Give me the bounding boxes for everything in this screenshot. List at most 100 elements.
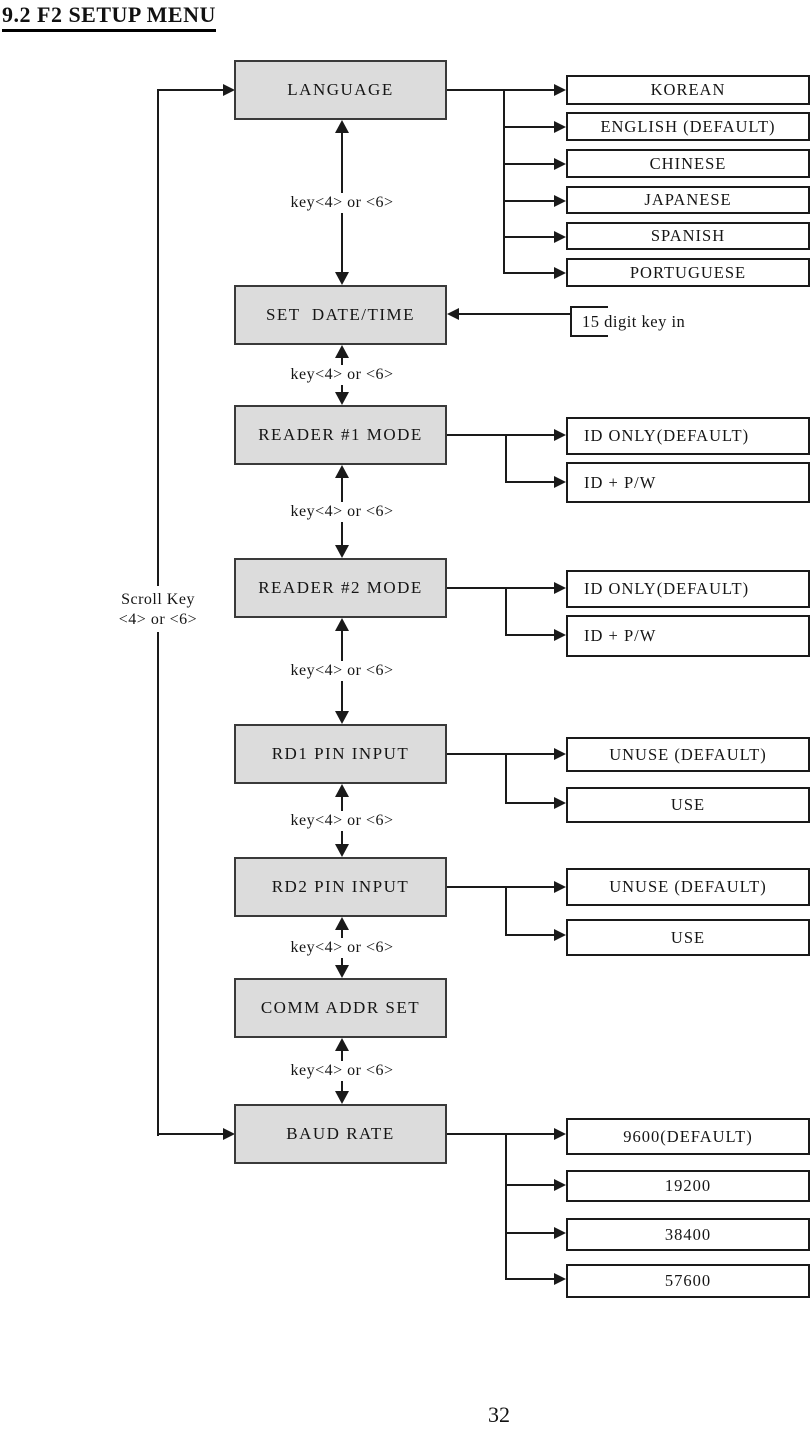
arrow-right-icon [554, 1179, 566, 1191]
branch-line [505, 1184, 555, 1186]
option-box-english: ENGLISH (DEFAULT) [566, 112, 810, 141]
branch-trunk-line [505, 587, 507, 636]
arrow-right-icon [554, 582, 566, 594]
option-box-rdr1-id-only: ID ONLY(DEFAULT) [566, 417, 810, 455]
arrow-right-icon [554, 429, 566, 441]
arrow-up-icon [335, 345, 349, 358]
scroll-key-label-line1: Scroll Key [121, 591, 195, 608]
arrow-right-icon [554, 158, 566, 170]
option-box-baud-19200: 19200 [566, 1170, 810, 1202]
branch-line [505, 481, 555, 483]
arrow-right-icon [554, 881, 566, 893]
option-box-spanish: SPANISH [566, 222, 810, 250]
arrow-down-icon [335, 545, 349, 558]
arrow-right-icon [554, 929, 566, 941]
arrow-right-icon [554, 1128, 566, 1140]
menu-box-language: LANGUAGE [234, 60, 447, 120]
option-box-portuguese: PORTUGUESE [566, 258, 810, 287]
branch-trunk-line [505, 886, 507, 936]
step-key-label: key<4> or <6> [287, 810, 397, 831]
branch-line [505, 1133, 555, 1135]
branch-stub-line [447, 434, 507, 436]
connector-reader1-reader2: key<4> or <6> [282, 465, 402, 558]
branch-trunk-line [505, 753, 507, 804]
arrow-right-icon [554, 195, 566, 207]
connector-commaddr-baudrate: key<4> or <6> [282, 1038, 402, 1104]
option-box-japanese: JAPANESE [566, 186, 810, 214]
arrow-down-icon [335, 392, 349, 405]
branch-line [505, 1278, 555, 1280]
arrow-up-icon [335, 618, 349, 631]
option-box-rdr2-id-only: ID ONLY(DEFAULT) [566, 570, 810, 608]
step-key-label: key<4> or <6> [287, 501, 397, 522]
arrow-right-icon [554, 1227, 566, 1239]
keyin-arrow-line [458, 313, 571, 315]
option-box-baud-38400: 38400 [566, 1218, 810, 1251]
arrow-down-icon [335, 272, 349, 285]
arrow-down-icon [335, 844, 349, 857]
connector-setdatetime-reader1: key<4> or <6> [282, 345, 402, 405]
keyin-bracket [570, 306, 608, 337]
arrow-up-icon [335, 784, 349, 797]
option-box-korean: KOREAN [566, 75, 810, 105]
option-box-rd2-unuse: UNUSE (DEFAULT) [566, 868, 810, 906]
branch-stub-line [447, 886, 507, 888]
arrow-left-icon [447, 308, 459, 320]
branch-line [503, 272, 555, 274]
arrow-right-icon [223, 84, 235, 96]
connector-language-setdatetime: key<4> or <6> [282, 120, 402, 285]
branch-line [505, 886, 555, 888]
step-key-label: key<4> or <6> [287, 1061, 397, 1081]
option-box-baud-9600: 9600(DEFAULT) [566, 1118, 810, 1155]
page-number: 32 [488, 1402, 510, 1427]
arrow-right-icon [554, 629, 566, 641]
option-box-rdr1-id-pw: ID + P/W [566, 462, 810, 503]
menu-box-reader1-mode: READER #1 MODE [234, 405, 447, 465]
branch-line [505, 934, 555, 936]
step-key-label: key<4> or <6> [287, 365, 397, 385]
option-box-baud-57600: 57600 [566, 1264, 810, 1298]
branch-trunk-line [505, 1133, 507, 1280]
arrow-right-icon [554, 476, 566, 488]
branch-stub-line [447, 753, 507, 755]
menu-box-set-date-time: SET DATE/TIME [234, 285, 447, 345]
arrow-up-icon [335, 917, 349, 930]
keyin-note-label: 15 digit key in [582, 312, 686, 331]
branch-stub-line [447, 89, 505, 91]
option-box-rdr2-id-pw: ID + P/W [566, 615, 810, 657]
arrow-down-icon [335, 711, 349, 724]
arrow-down-icon [335, 1091, 349, 1104]
branch-line [503, 163, 555, 165]
arrow-right-icon [554, 748, 566, 760]
step-key-label: key<4> or <6> [287, 192, 397, 213]
arrow-up-icon [335, 1038, 349, 1051]
arrow-right-icon [554, 797, 566, 809]
menu-box-comm-addr-set: COMM ADDR SET [234, 978, 447, 1038]
branch-line [505, 802, 555, 804]
arrow-right-icon [554, 84, 566, 96]
menu-box-baud-rate: BAUD RATE [234, 1104, 447, 1164]
branch-stub-line [447, 587, 507, 589]
branch-line [503, 236, 555, 238]
option-box-chinese: CHINESE [566, 149, 810, 178]
arrow-right-icon [554, 231, 566, 243]
scroll-rail-upper-line [157, 89, 159, 586]
arrow-right-icon [554, 1273, 566, 1285]
scroll-rail-top-line [157, 89, 224, 91]
arrow-down-icon [335, 965, 349, 978]
step-key-label: key<4> or <6> [287, 661, 397, 681]
scroll-rail-lower-line [157, 632, 159, 1136]
page-title: 9.2 F2 SETUP MENU [2, 2, 216, 32]
scroll-key-label: Scroll Key <4> or <6> [110, 588, 206, 632]
menu-box-reader2-mode: READER #2 MODE [234, 558, 447, 618]
connector-rd1pin-rd2pin: key<4> or <6> [282, 784, 402, 857]
menu-box-rd1-pin-input: RD1 PIN INPUT [234, 724, 447, 784]
branch-stub-line [447, 1133, 507, 1135]
arrow-up-icon [335, 465, 349, 478]
branch-line [503, 200, 555, 202]
connector-rd2pin-commaddr: key<4> or <6> [282, 917, 402, 978]
option-box-rd1-unuse: UNUSE (DEFAULT) [566, 737, 810, 772]
branch-line [503, 126, 555, 128]
arrow-right-icon [554, 267, 566, 279]
